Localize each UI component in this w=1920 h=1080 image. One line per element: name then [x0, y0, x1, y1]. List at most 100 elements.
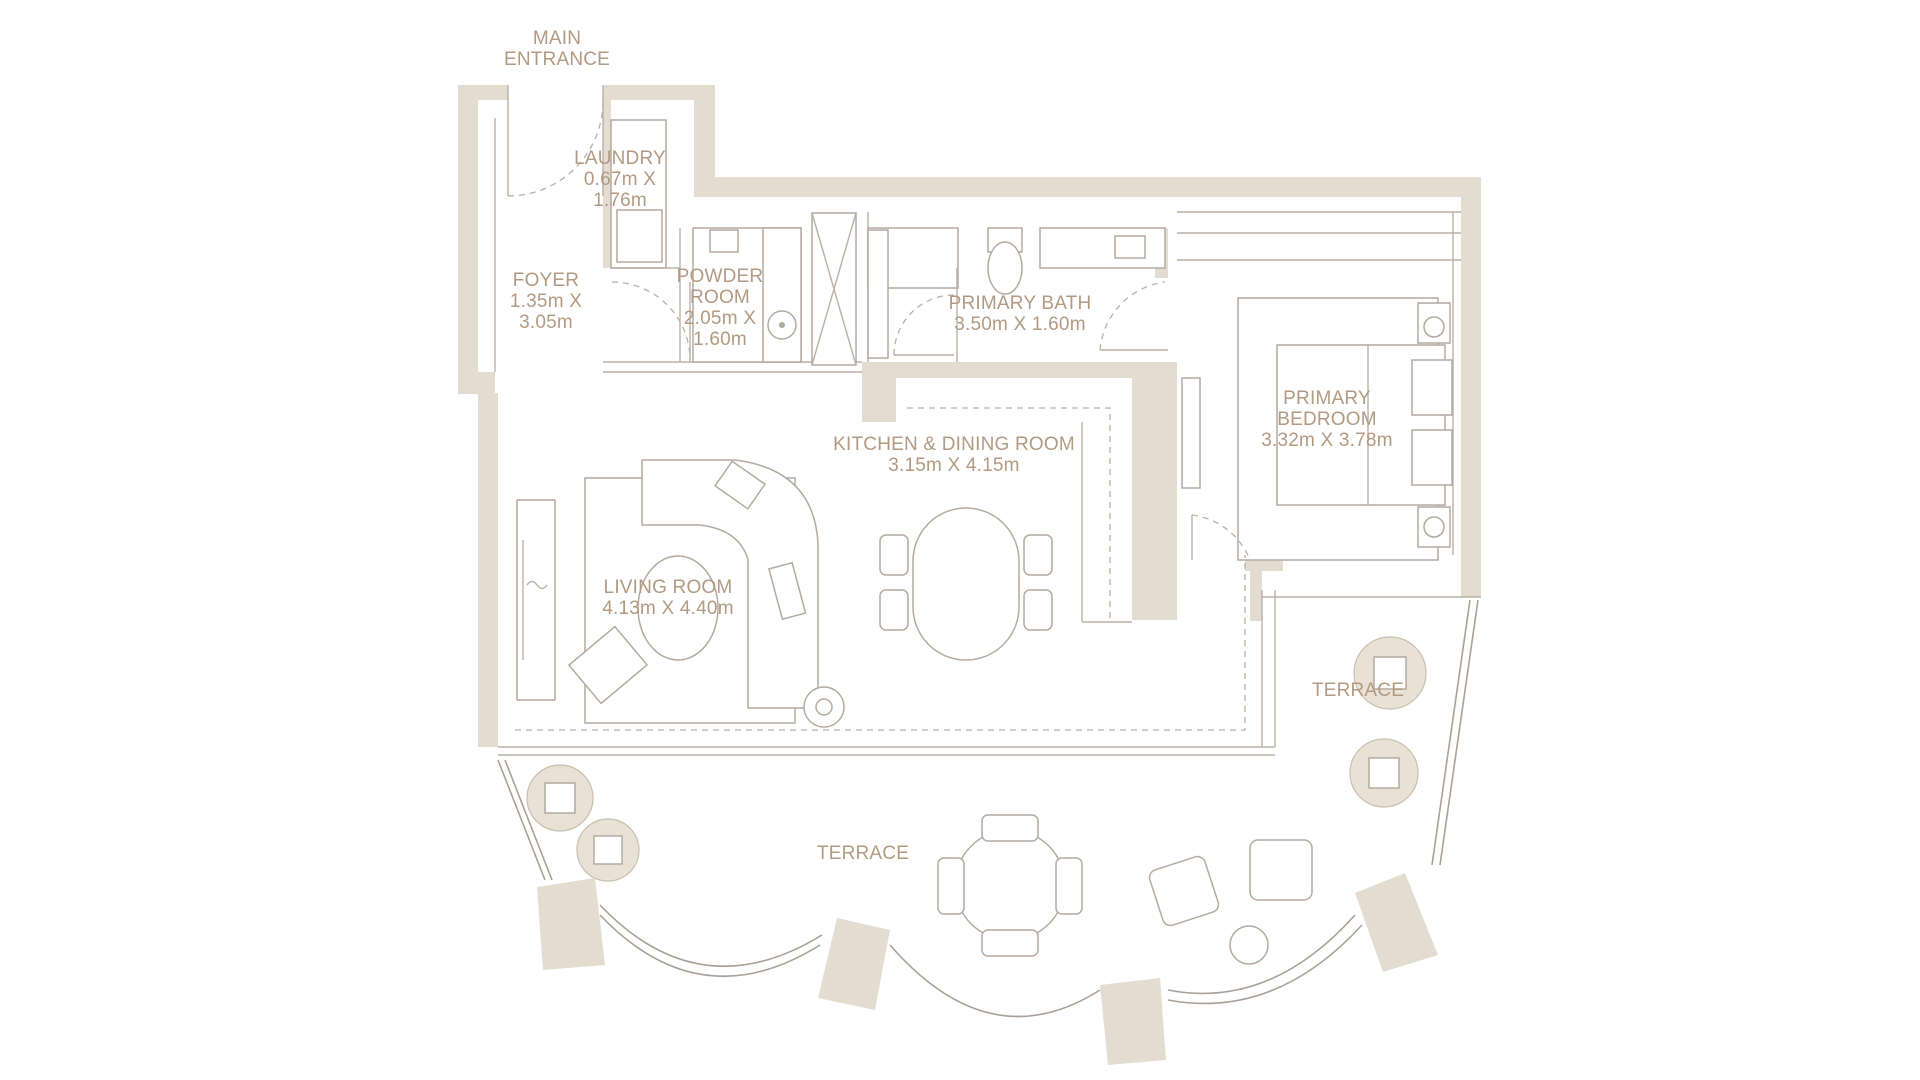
powder-dim2: 1.60m — [693, 329, 747, 350]
dining-table — [912, 507, 1020, 661]
label-foyer: FOYER 1.35m X 3.05m — [510, 270, 582, 333]
bath-door-swing-a — [893, 294, 955, 356]
wall-east — [1461, 177, 1481, 597]
terrace-arc-2 — [889, 944, 1101, 1018]
living-sofa — [641, 459, 819, 709]
armchair — [567, 625, 649, 705]
label-powder-room: POWDER ROOM 2.05m X 1.60m — [677, 266, 764, 350]
terrace-dining-table — [954, 829, 1066, 941]
wall-terrace-corner — [1250, 571, 1262, 621]
powder-dim1: 2.05m X — [683, 308, 757, 329]
shaft-cross-b — [811, 212, 857, 366]
kitchen-dining-name: KITCHEN & DINING ROOM — [833, 434, 1075, 455]
wall-entrance-right — [603, 85, 715, 100]
bedroom-tv — [1181, 377, 1201, 489]
label-laundry: LAUNDRY 0.67m X 1.76m — [574, 148, 666, 211]
lamp-top-icon — [1423, 316, 1445, 338]
terrace-chair-top — [981, 814, 1039, 842]
lounge-chair-2 — [1249, 839, 1313, 901]
curtain-mark — [526, 580, 548, 590]
pillow-2 — [1411, 429, 1453, 486]
interior-window-line — [515, 555, 1246, 731]
lamp-bottom-icon — [1423, 516, 1445, 538]
powder-toilet-tank — [709, 229, 739, 253]
label-terrace-side: TERRACE — [1312, 680, 1404, 701]
interior-lines — [494, 85, 1481, 756]
foyer-dim2: 3.05m — [519, 312, 573, 333]
primary-bath-name: PRIMARY BATH — [948, 293, 1092, 314]
terrace-east-edge — [1439, 599, 1479, 866]
foyer-name: FOYER — [512, 270, 580, 291]
living-room-dim: 4.13m X 4.40m — [602, 598, 734, 619]
wall-laundry-west — [603, 100, 611, 268]
laundry-dim2: 1.76m — [593, 190, 647, 211]
powder-vanity — [762, 227, 802, 363]
bedroom-door-swing — [1191, 514, 1251, 561]
tree-4-pot — [1368, 757, 1400, 789]
wall-bath-south — [862, 362, 1132, 378]
terrace-chair-left — [937, 857, 965, 915]
bath-niche — [867, 229, 889, 359]
main-entrance-line1: MAIN — [532, 28, 582, 49]
label-terrace-main: TERRACE — [817, 843, 909, 864]
bath-toilet-bowl — [987, 241, 1023, 295]
tree-3-pot — [1373, 656, 1407, 690]
dining-chair-3 — [1023, 534, 1053, 576]
terrace-planter-4 — [1355, 873, 1438, 972]
lounge-chair-1 — [1148, 855, 1220, 927]
terrace-chair-bottom — [981, 929, 1039, 957]
terrace-main-name: TERRACE — [816, 843, 910, 864]
sofa-cushion-2 — [768, 561, 807, 621]
terrace-west-edge-2 — [504, 759, 553, 881]
dining-chair-2 — [879, 589, 909, 631]
main-entrance-line2: ENTRANCE — [503, 49, 611, 70]
wall-west-lower — [478, 393, 498, 747]
living-room-name: LIVING ROOM — [603, 577, 733, 598]
label-living-room: LIVING ROOM 4.13m X 4.40m — [602, 577, 733, 619]
wall-west-notch — [458, 372, 495, 394]
primary-bedroom-dim: 3.32m X 3.78m — [1261, 430, 1393, 451]
label-main-entrance: MAIN ENTRANCE — [504, 28, 610, 70]
terrace-chair-right — [1055, 857, 1083, 915]
wall-west-upper — [458, 85, 478, 393]
label-kitchen-dining: KITCHEN & DINING ROOM 3.15m X 4.15m — [833, 434, 1075, 476]
bath-vanity — [1039, 227, 1166, 269]
dining-chair-4 — [1023, 589, 1053, 631]
tree-1-pot — [544, 782, 576, 814]
label-primary-bedroom: PRIMARY BEDROOM 3.32m X 3.78m — [1261, 388, 1392, 451]
terrace-side-name: TERRACE — [1311, 680, 1405, 701]
powder-drain — [779, 322, 785, 328]
primary-bedroom-name2: BEDROOM — [1277, 409, 1377, 430]
kitchen-counter-outline — [907, 407, 1111, 620]
terrace-arc-3b — [1167, 924, 1363, 1005]
coffee-table — [637, 555, 719, 661]
terrace-arc-3 — [1167, 914, 1356, 995]
foyer-dim1: 1.35m X — [509, 291, 583, 312]
terrace — [497, 599, 1479, 1018]
kitchen-dining-dim: 3.15m X 4.15m — [888, 455, 1020, 476]
powder-name1: POWDER — [676, 266, 764, 287]
wall-north — [694, 177, 1480, 197]
terrace-arc-1b — [599, 914, 821, 978]
label-primary-bath: PRIMARY BATH 3.50m X 1.60m — [949, 293, 1092, 335]
primary-bath-dim: 3.50m X 1.60m — [954, 314, 1086, 335]
bath-door-swing-b — [1099, 281, 1166, 351]
terrace-planter-3 — [1100, 978, 1166, 1065]
tree-2-pot — [593, 835, 623, 865]
dining-chair-1 — [879, 534, 909, 576]
pillow-1 — [1411, 359, 1453, 416]
primary-bedroom-name1: PRIMARY — [1283, 388, 1371, 409]
terrace-planter-1 — [537, 878, 605, 970]
terrace-planter-2 — [818, 918, 890, 1010]
side-table-inner — [815, 698, 833, 716]
powder-door-swing — [611, 281, 691, 361]
wall-bedroom-west — [1132, 362, 1177, 620]
wall-laundry-east — [694, 85, 715, 177]
powder-name2: ROOM — [690, 287, 750, 308]
laundry-dim1: 0.67m X — [583, 169, 657, 190]
washer — [616, 209, 663, 263]
laundry-name: LAUNDRY — [574, 148, 666, 169]
terrace-west-edge — [497, 759, 546, 881]
terrace-side-table — [1229, 925, 1269, 965]
